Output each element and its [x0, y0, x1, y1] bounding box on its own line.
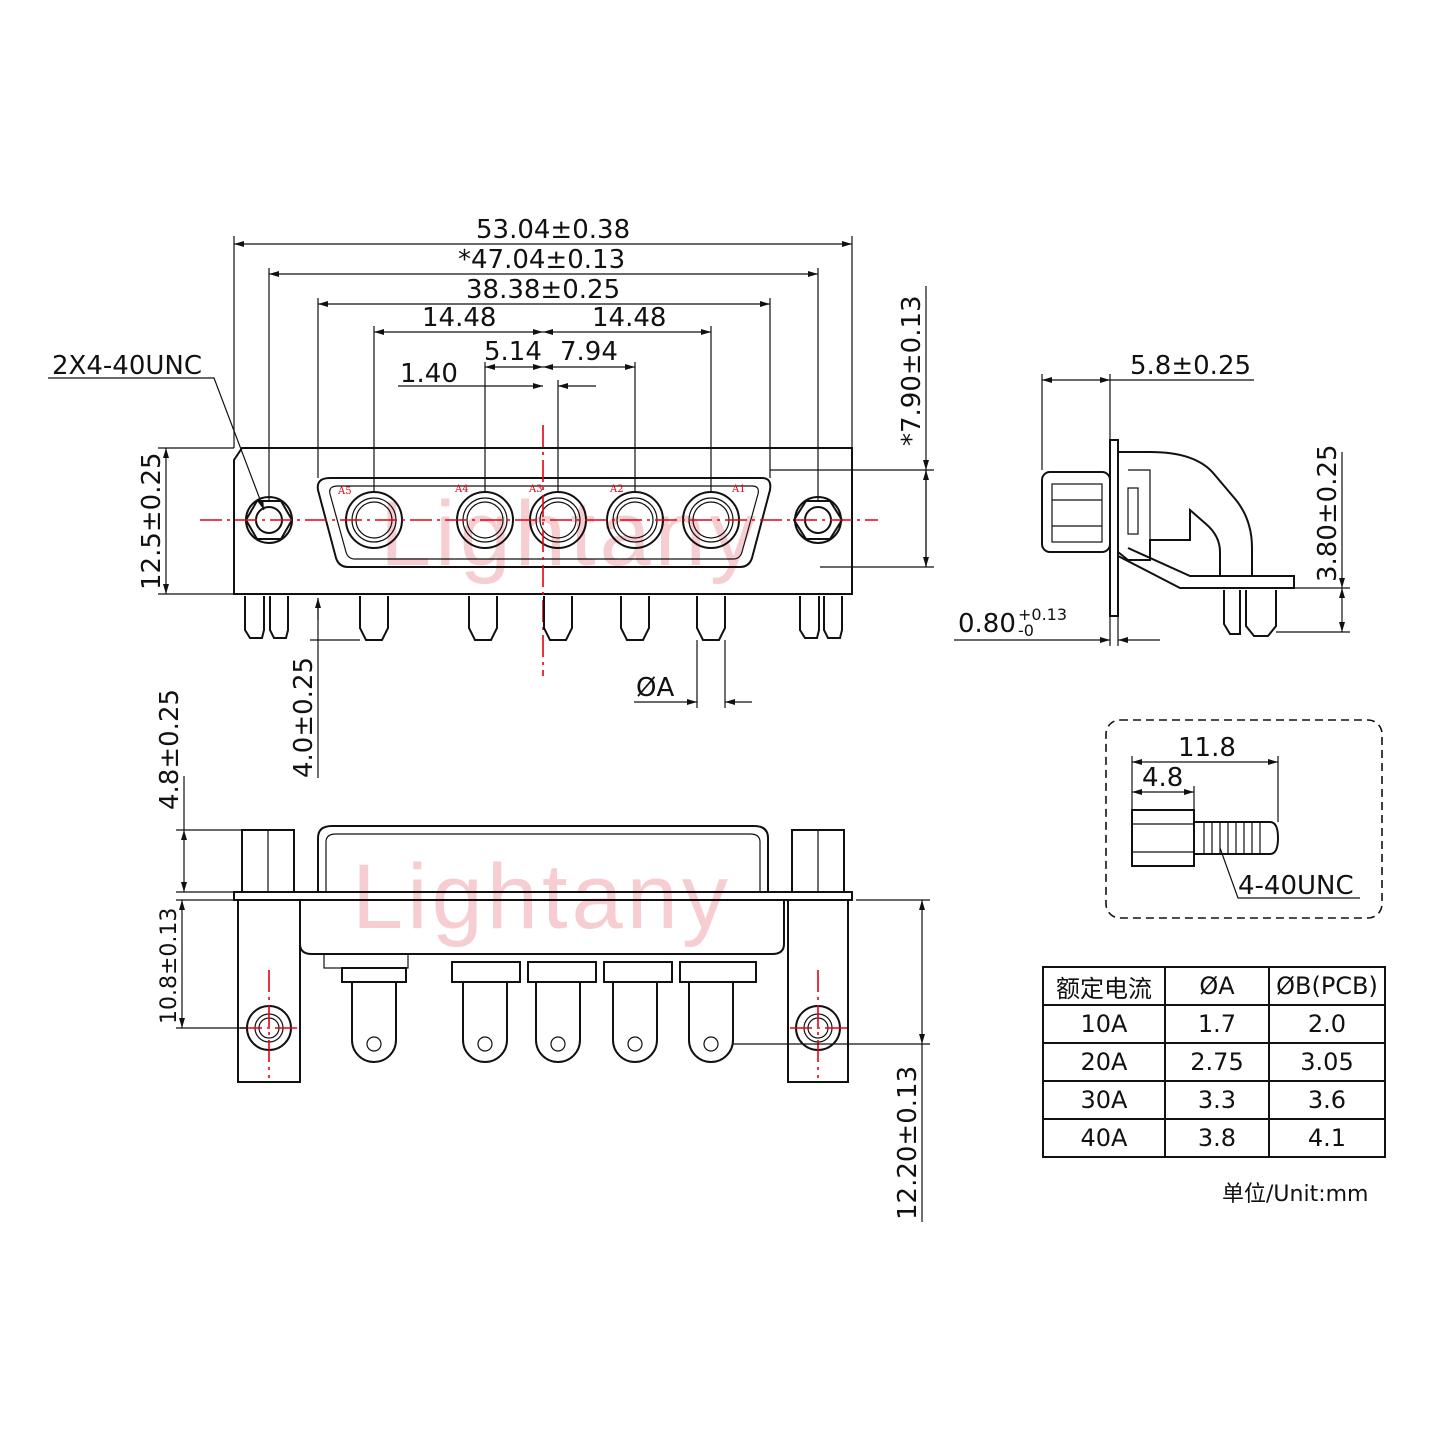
table-row: 20A 2.75 3.05: [1042, 1042, 1386, 1082]
dim-side-depth: 5.8±0.25: [1130, 351, 1251, 381]
pin-label-a2: A2: [609, 484, 624, 495]
contact-tails: [323, 953, 757, 1063]
bottom-view: 4.8±0.25 10.8±0.13 12.20±0.13: [155, 689, 930, 1222]
dim-flange: 0.80: [958, 609, 1016, 639]
table-cell: 4.1: [1268, 1118, 1386, 1158]
dim-screw-total: 11.8: [1178, 733, 1236, 763]
table-cell: 3.3: [1164, 1080, 1270, 1120]
d-shell-inner: [329, 485, 759, 560]
d-shell-outer: [316, 477, 772, 568]
front-view: A5 A4 A3 A2 A1 53.04±0.38 *47.04±0.13: [48, 215, 934, 778]
table-row: 30A 3.3 3.6: [1042, 1080, 1386, 1120]
table-cell: 20A: [1042, 1042, 1166, 1082]
dim-overall-width: 53.04±0.38: [476, 215, 630, 245]
pin-label-a4: A4: [454, 484, 469, 495]
table-cell: 30A: [1042, 1080, 1166, 1120]
pcb-pins: [244, 596, 843, 641]
dim-flange-tol-plus: +0.13: [1018, 605, 1067, 624]
note-screw-thread: 4-40UNC: [1238, 871, 1354, 901]
dim-height: 12.5±0.25: [137, 452, 167, 590]
pin-label-a1: A1: [731, 484, 746, 495]
table-cell: 3.8: [1164, 1118, 1270, 1158]
dim-standoff: 4.8±0.25: [155, 689, 185, 810]
table-cell: 10A: [1042, 1004, 1166, 1044]
unit-note: 单位/Unit:mm: [1222, 1182, 1369, 1207]
dim-shell-height: *7.90±0.13: [897, 295, 927, 446]
table-cell: 2.75: [1164, 1042, 1270, 1082]
dim-pitch-right: 14.48: [592, 303, 666, 333]
table-cell: 3.6: [1268, 1080, 1386, 1120]
dim-offset-b: 7.94: [560, 337, 618, 367]
pin-label-a3: A3: [528, 484, 543, 495]
spec-table: 额定电流 ØA ØB(PCB) 10A 1.7 2.0 20A 2.75 3.0…: [1042, 966, 1386, 1158]
dim-pin-dia: ØA: [636, 673, 674, 703]
dim-pitch-left: 14.48: [422, 303, 496, 333]
dim-pin-length: 4.0±0.25: [289, 657, 319, 778]
table-cell: 2.0: [1268, 1004, 1386, 1044]
header-dia-a: ØA: [1164, 966, 1270, 1006]
dim-offset-a: 5.14: [484, 337, 542, 367]
header-dia-b: ØB(PCB): [1268, 966, 1386, 1006]
screw-detail: 11.8 4.8 4-40UNC: [1105, 719, 1383, 919]
dim-mount-hole-pitch: *47.04±0.13: [458, 245, 625, 275]
table-cell: 3.05: [1268, 1042, 1386, 1082]
table-row: 40A 3.8 4.1: [1042, 1118, 1386, 1158]
screw-detail-frame: [1105, 719, 1383, 919]
header-rated-current: 额定电流: [1042, 966, 1166, 1006]
table-cell: 40A: [1042, 1118, 1166, 1158]
dim-offset-c: 1.40: [400, 359, 458, 389]
dim-shell-width: 38.38±0.25: [466, 275, 620, 305]
watermark-bottom: Lightany: [352, 846, 732, 948]
note-thread-2x: 2X4-40UNC: [52, 351, 202, 381]
side-view: 5.8±0.25 3.80±0.25 0.80 +0.13 -0: [954, 351, 1350, 646]
dim-pin-row-offset: 12.20±0.13: [893, 1066, 923, 1220]
dim-screw-head: 4.8: [1142, 763, 1183, 793]
table-row: 10A 1.7 2.0: [1042, 1004, 1386, 1044]
dim-side-pcb-offset: 3.80±0.25: [1313, 444, 1343, 582]
spec-table-header: 额定电流 ØA ØB(PCB): [1042, 966, 1386, 1006]
table-cell: 1.7: [1164, 1004, 1270, 1044]
dim-hole-offset: 10.8±0.13: [157, 908, 182, 1024]
pin-label-a5: A5: [337, 486, 352, 497]
dim-flange-tol-minus: -0: [1018, 621, 1034, 640]
